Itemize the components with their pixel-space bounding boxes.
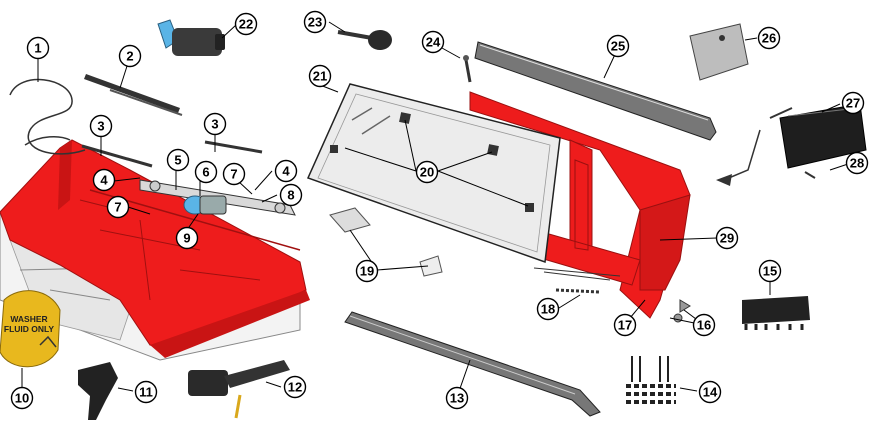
wiper-arm-left	[81, 144, 153, 168]
hinge-screws	[626, 356, 676, 404]
callout-25-label: 25	[611, 39, 625, 54]
callout-8: 8	[279, 183, 303, 207]
callout-9-label: 9	[183, 231, 190, 246]
cap-text-line1: WASHER	[10, 314, 47, 324]
callout-22: 22	[234, 12, 258, 36]
callout-14: 14	[698, 380, 722, 404]
callout-12-label: 12	[288, 380, 302, 395]
callout-6: 6	[194, 160, 218, 184]
rear-view-mirror	[716, 103, 867, 186]
callout-24-label: 24	[426, 35, 441, 50]
callout-4b: 4	[274, 159, 298, 183]
callout-26-label: 26	[762, 31, 776, 46]
callout-26: 26	[757, 26, 781, 50]
header-weatherstrip	[474, 41, 717, 141]
callout-5-label: 5	[174, 153, 181, 168]
callout-21: 21	[308, 64, 332, 88]
callout-13: 13	[445, 386, 469, 410]
callout-9: 9	[175, 226, 199, 250]
callout-23: 23	[303, 10, 327, 34]
callout-11: 11	[134, 380, 158, 404]
clip-set	[742, 296, 810, 330]
callout-23-label: 23	[308, 15, 322, 30]
callout-3a: 3	[89, 114, 113, 138]
callout-20: 20	[415, 160, 439, 184]
rivet-plug	[337, 30, 392, 50]
washer-pump	[157, 19, 225, 56]
callout-3b-label: 3	[211, 117, 218, 132]
multifunction-switch	[78, 362, 118, 420]
callout-24: 24	[421, 30, 445, 54]
callout-19-label: 19	[360, 264, 374, 279]
callout-29: 29	[715, 226, 739, 250]
callout-2-label: 2	[126, 49, 133, 64]
callout-15-label: 15	[763, 264, 777, 279]
mirror-bracket	[689, 23, 749, 81]
callout-27-label: 27	[846, 96, 860, 111]
callout-10-label: 10	[15, 391, 29, 406]
callout-28-label: 28	[850, 156, 864, 171]
weatherstrip-pin	[463, 55, 472, 83]
mirror-mount-brackets	[329, 207, 443, 277]
callouts: 1 2 3 3 4 4 5 6 7 7 8 9 10 11 12 13 14 1…	[10, 10, 869, 410]
callout-5: 5	[166, 148, 190, 172]
wiper-arm-right	[204, 140, 263, 154]
callout-7b: 7	[222, 162, 246, 186]
callout-21-label: 21	[313, 69, 327, 84]
callout-19: 19	[355, 259, 379, 283]
wiper-motor	[183, 195, 227, 215]
cowl-weatherstrip	[344, 311, 601, 417]
callout-20-label: 20	[420, 165, 434, 180]
callout-15: 15	[758, 259, 782, 283]
callout-10: 10	[10, 386, 34, 410]
callout-17: 17	[613, 313, 637, 337]
wiper-blade	[84, 74, 183, 116]
callout-18: 18	[536, 297, 560, 321]
callout-7b-label: 7	[230, 167, 237, 182]
washer-hose	[9, 78, 86, 155]
seal-strip	[533, 267, 621, 294]
callout-13-label: 13	[450, 391, 464, 406]
callout-4b-label: 4	[282, 164, 290, 179]
callout-25: 25	[606, 34, 630, 58]
callout-14-label: 14	[703, 385, 718, 400]
callout-2: 2	[118, 44, 142, 68]
cap-text-line2: FLUID ONLY	[4, 324, 55, 334]
callout-3a-label: 3	[97, 119, 104, 134]
callout-3b: 3	[203, 112, 227, 136]
wiper-switch	[188, 360, 290, 419]
callout-22-label: 22	[239, 17, 253, 32]
cowl-panel-red	[0, 139, 310, 358]
callout-28: 28	[845, 151, 869, 175]
callout-4a: 4	[92, 168, 116, 192]
callout-1-label: 1	[34, 41, 41, 56]
callout-8-label: 8	[287, 188, 294, 203]
callout-29-label: 29	[720, 231, 734, 246]
callout-11-label: 11	[139, 385, 153, 400]
callout-12: 12	[283, 375, 307, 399]
callout-4a-label: 4	[100, 173, 108, 188]
washer-fluid-cap: WASHER FLUID ONLY	[0, 290, 61, 368]
callout-16: 16	[692, 313, 716, 337]
callout-16-label: 16	[697, 318, 711, 333]
callout-17-label: 17	[618, 318, 632, 333]
callout-6-label: 6	[202, 165, 209, 180]
callout-7a: 7	[106, 195, 130, 219]
callout-18-label: 18	[541, 302, 555, 317]
frame-bolts	[673, 299, 691, 323]
callout-27: 27	[841, 91, 865, 115]
windshield-frame	[469, 91, 691, 319]
callout-1: 1	[26, 36, 50, 60]
callout-7a-label: 7	[114, 200, 121, 215]
